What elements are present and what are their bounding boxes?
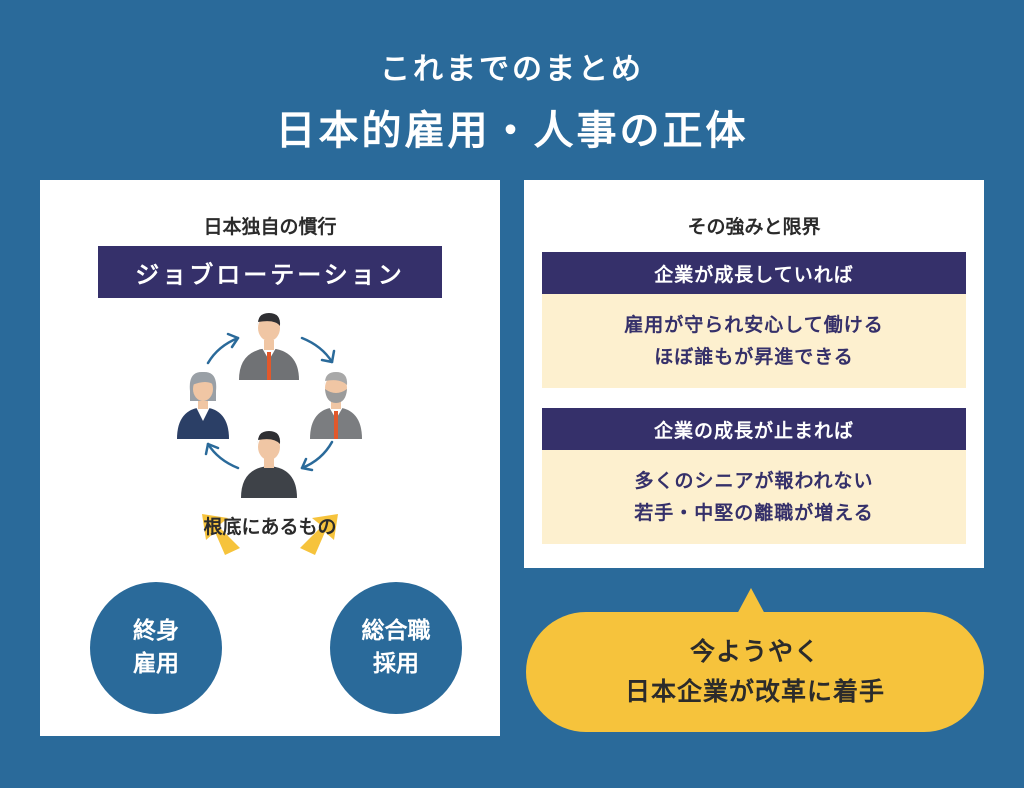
arrow-bottom-right (300, 440, 334, 470)
page-title: 日本的雇用・人事の正体 (275, 108, 749, 154)
page-subtitle: これまでのまとめ (380, 52, 644, 87)
circle-line: 総合職 (361, 617, 431, 644)
bubble-line: 日本企業が改革に着手 (624, 677, 885, 706)
condition-line: 多くのシニアが報われない (634, 469, 874, 492)
arrow-bottom-right-head (300, 457, 314, 472)
condition-header-growing: 企業が成長していれば (542, 252, 966, 294)
person-left (177, 371, 229, 439)
person-top (239, 313, 299, 380)
career-track-hiring-circle: 総合職 採用 (330, 582, 462, 714)
right-panel-heading: その強みと限界 (687, 216, 821, 238)
circle-line: 採用 (373, 651, 419, 677)
condition-line: 若手・中堅の離職が増える (634, 502, 874, 524)
arrow-to-lifetime (202, 514, 240, 555)
circle-line: 終身 (133, 617, 179, 644)
arrow-bottom-left-head (204, 442, 220, 456)
rotation-illustration (177, 313, 362, 555)
condition-body-stalled: 多くのシニアが報われない 若手・中堅の離職が増える (542, 450, 966, 544)
arrow-top-left-head (226, 332, 240, 349)
condition-line: 雇用が守られ安心して働ける (624, 313, 884, 336)
root-label: 根底にあるもの (203, 516, 337, 538)
left-panel-heading: 日本独自の慣行 (203, 216, 337, 238)
conclusion-bubble: 今ようやく 日本企業が改革に着手 (526, 612, 984, 732)
arrow-top-right-head (320, 349, 336, 364)
arrow-to-career-track (300, 514, 338, 555)
job-rotation-label: ジョブローテーション (98, 246, 442, 298)
arrow-top-left (206, 336, 240, 365)
condition-line: ほぼ誰もが昇進できる (654, 346, 854, 368)
circle-line: 雇用 (133, 651, 179, 677)
condition-body-growing: 雇用が守られ安心して働ける ほぼ誰もが昇進できる (542, 294, 966, 388)
bubble-tail (736, 588, 766, 616)
condition-header-stalled: 企業の成長が止まれば (542, 408, 966, 450)
person-right (310, 372, 362, 439)
left-panel: 日本独自の慣行 ジョブローテーション (40, 180, 500, 736)
arrow-bottom-left (206, 442, 240, 470)
right-panel: その強みと限界 企業が成長していれば 雇用が守られ安心して働ける ほぼ誰もが昇進… (524, 180, 984, 568)
arrow-top-right (300, 336, 334, 364)
bubble-line: 今ようやく (689, 637, 820, 666)
person-bottom (241, 431, 297, 498)
lifetime-employment-circle: 終身 雇用 (90, 582, 222, 714)
